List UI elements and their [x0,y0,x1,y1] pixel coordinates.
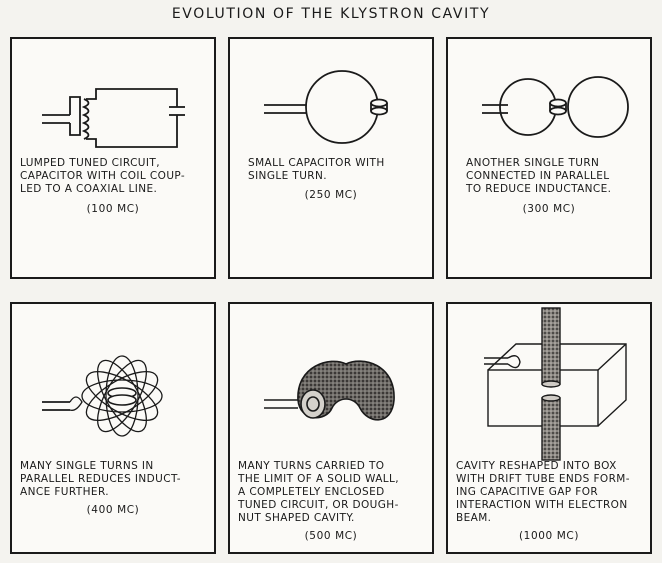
toroid-cavity-figure [264,360,395,421]
panel-single-turn: SMALL CAPACITOR WITH SINGLE TURN. (250 M… [228,37,434,279]
panel-frequency: (300 MC) [522,203,576,215]
diagram-title: EVOLUTION OF THE KLYSTRON CAVITY [171,6,491,22]
panel-frequency: (1000 MC) [518,530,580,542]
single-turn-figure [264,70,388,144]
panel-caption: MANY SINGLE TURNS IN PARALLEL REDUCES IN… [20,460,181,498]
box-cavity-figure [484,307,627,461]
coil-capacitor-circuit-figure [42,88,185,148]
panel-caption: MANY TURNS CARRIED TO THE LIMIT OF A SOL… [238,460,400,524]
panel-frequency: (400 MC) [86,504,140,516]
panel-frequency: (500 MC) [304,530,358,542]
panel-box-cavity: CAVITY RESHAPED INTO BOX WITH DRIFT TUBE… [446,302,652,554]
panel-many-turns: MANY SINGLE TURNS IN PARALLEL REDUCES IN… [10,302,216,554]
panel-double-turn: ANOTHER SINGLE TURN CONNECTED IN PARALLE… [446,37,652,279]
double-turn-figure [482,76,629,138]
panel-caption: SMALL CAPACITOR WITH SINGLE TURN. [248,157,385,182]
panel-frequency: (100 MC) [86,203,140,215]
panel-caption: LUMPED TUNED CIRCUIT, CAPACITOR WITH COI… [20,157,186,195]
panel-caption: CAVITY RESHAPED INTO BOX WITH DRIFT TUBE… [456,460,630,524]
many-turns-figure [42,355,163,437]
panel-frequency: (250 MC) [304,189,358,201]
panel-caption: ANOTHER SINGLE TURN CONNECTED IN PARALLE… [466,157,612,195]
panel-toroid-cavity: MANY TURNS CARRIED TO THE LIMIT OF A SOL… [228,302,434,554]
panel-lumped-circuit: LUMPED TUNED CIRCUIT, CAPACITOR WITH COI… [10,37,216,279]
